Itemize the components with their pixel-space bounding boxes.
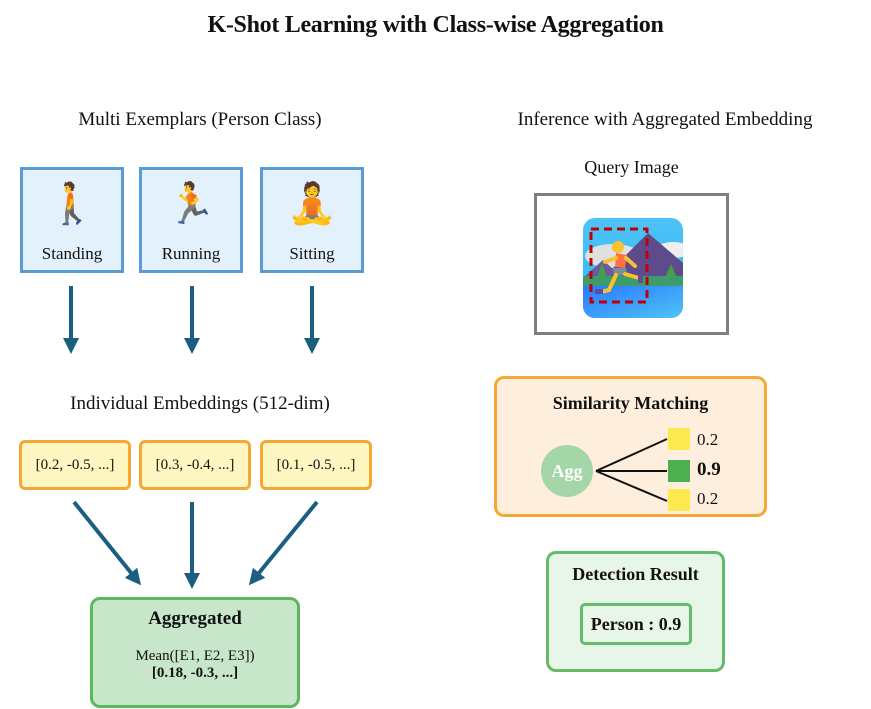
aggregated-box: Aggregated Mean([E1, E2, E3]) [0.18, -0.… [90, 597, 300, 708]
exemplar-standing: 🚶 Standing [20, 167, 124, 273]
detection-title: Detection Result [572, 564, 699, 584]
score-value-1: 0.2 [697, 430, 719, 449]
exemplar-label: Running [161, 244, 221, 263]
score-swatch-1 [668, 428, 690, 450]
score-value-2: 0.9 [697, 459, 721, 480]
exemplar-sitting: 🧘 Sitting [260, 167, 364, 273]
similarity-line-1 [595, 438, 668, 472]
embedding-box-2: [0.3, -0.4, ...] [139, 440, 251, 490]
detection-result-label: Person : 0.9 [580, 603, 692, 645]
similarity-line-3 [595, 470, 668, 502]
aggregated-formula: Mean([E1, E2, E3]) [135, 648, 255, 664]
exemplar-running: 🏃 Running [139, 167, 243, 273]
arrow-embedding3-to-aggregated [248, 500, 319, 586]
aggregated-value: [0.18, -0.3, ...] [151, 665, 239, 681]
arrow-embedding1-to-aggregated [72, 500, 142, 586]
score-value-3: 0.2 [697, 489, 719, 508]
exemplars-section-title: Multi Exemplars (Person Class) [78, 109, 322, 130]
exemplar-label: Standing [41, 244, 103, 263]
similarity-matching-box: Similarity Matching Agg 0.2 0.9 0.2 [494, 376, 767, 517]
embeddings-section-title: Individual Embeddings (512-dim) [70, 393, 330, 414]
person-running-landscape-icon [583, 218, 683, 318]
aggregated-heading: Aggregated [148, 608, 242, 629]
score-swatch-2 [668, 460, 690, 482]
embedding-box-3: [0.1, -0.5, ...] [260, 440, 372, 490]
person-lotus-position-icon: 🧘 [287, 181, 337, 227]
person-running-icon: 🏃 [166, 181, 216, 227]
person-walking-icon: 🚶 [47, 181, 97, 227]
exemplar-label: Sitting [289, 244, 335, 263]
similarity-title: Similarity Matching [552, 393, 709, 413]
inference-section-title: Inference with Aggregated Embedding [517, 109, 813, 130]
diagram-title: K-Shot Learning with Class-wise Aggregat… [207, 12, 664, 38]
detection-result-box: Detection Result Person : 0.9 [546, 551, 725, 672]
similarity-lines [595, 438, 668, 502]
embedding-box-1: [0.2, -0.5, ...] [19, 440, 131, 490]
query-image-label: Query Image [584, 157, 679, 177]
agg-node: Agg [541, 445, 593, 497]
detection-bbox [589, 227, 649, 304]
score-swatch-3 [668, 489, 690, 511]
query-image-frame [534, 193, 729, 335]
